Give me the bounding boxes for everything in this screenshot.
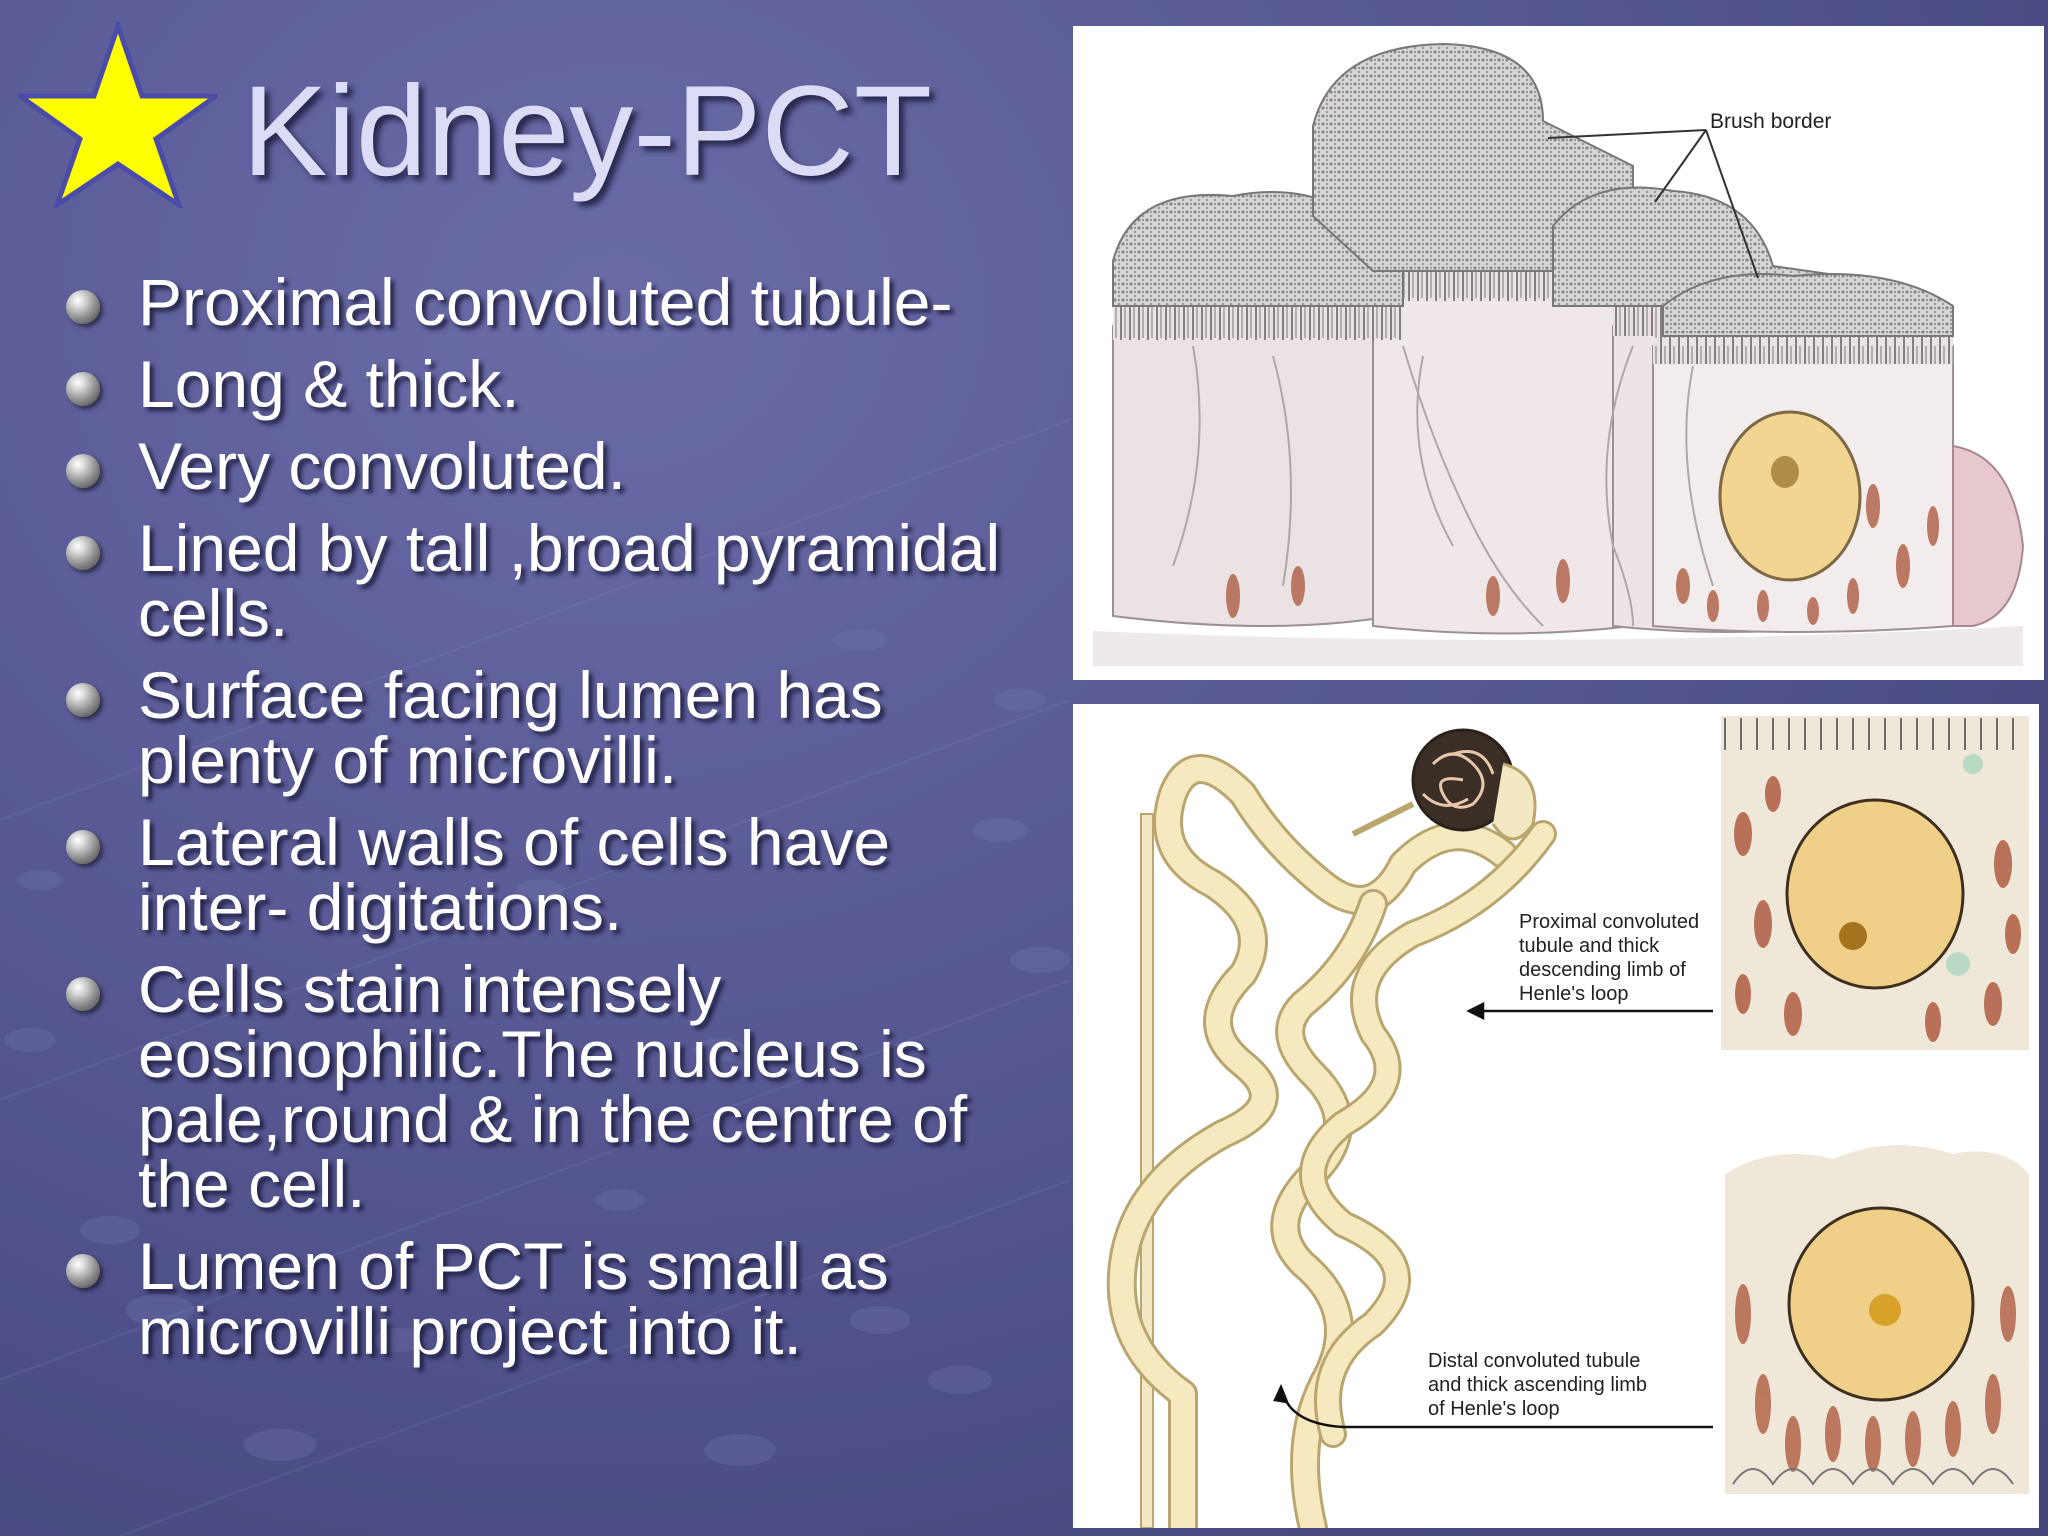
bullet-item: Long & thick. [66, 351, 1046, 417]
brush-border-figure: Brush border [1073, 26, 2044, 680]
bullet-item: Lateral walls of cells have inter- digit… [66, 809, 1046, 940]
bullet-text: Cells stain intensely eosinophilic.The n… [138, 952, 968, 1221]
bullet-item: Very convoluted. [66, 433, 1046, 499]
star-icon [18, 22, 218, 208]
brush-border-label: Brush border [1710, 110, 1832, 133]
distal-tubule-label: Distal convoluted tubule and thick ascen… [1428, 1350, 1648, 1420]
bullet-item: Lumen of PCT is small as microvilli proj… [66, 1233, 1046, 1364]
bullet-text: Lined by tall ,broad pyramidal cells. [138, 511, 1001, 650]
proximal-tubule-label: Proximal convoluted tubule and thick des… [1519, 911, 1700, 1005]
sphere-bullet-icon [66, 830, 100, 864]
sphere-bullet-icon [66, 290, 100, 324]
bullet-item: Lined by tall ,broad pyramidal cells. [66, 515, 1046, 646]
sphere-bullet-icon [66, 372, 100, 406]
bullet-text: Lumen of PCT is small as microvilli proj… [138, 1229, 889, 1368]
sphere-bullet-icon [66, 536, 100, 570]
sphere-bullet-icon [66, 977, 100, 1011]
slide-title: Kidney-PCT [242, 60, 932, 203]
bullet-item: Cells stain intensely eosinophilic.The n… [66, 956, 1046, 1217]
nephron-illustration [1106, 716, 2029, 1528]
bullet-text: Very convoluted. [138, 429, 626, 503]
brush-border-illustration [1093, 42, 2025, 666]
bullet-text: Surface facing lumen has plenty of micro… [138, 658, 883, 797]
bullet-list: Proximal convoluted tubule- Long & thick… [66, 269, 1046, 1381]
sphere-bullet-icon [66, 454, 100, 488]
bullet-text: Proximal convoluted tubule- [138, 265, 953, 339]
bullet-item: Surface facing lumen has plenty of micro… [66, 662, 1046, 793]
nephron-figure: Proximal convoluted tubule and thick des… [1073, 704, 2039, 1528]
bullet-text: Long & thick. [138, 347, 520, 421]
bullet-text: Lateral walls of cells have inter- digit… [138, 805, 891, 944]
sphere-bullet-icon [66, 683, 100, 717]
sphere-bullet-icon [66, 1254, 100, 1288]
bullet-item: Proximal convoluted tubule- [66, 269, 1046, 335]
